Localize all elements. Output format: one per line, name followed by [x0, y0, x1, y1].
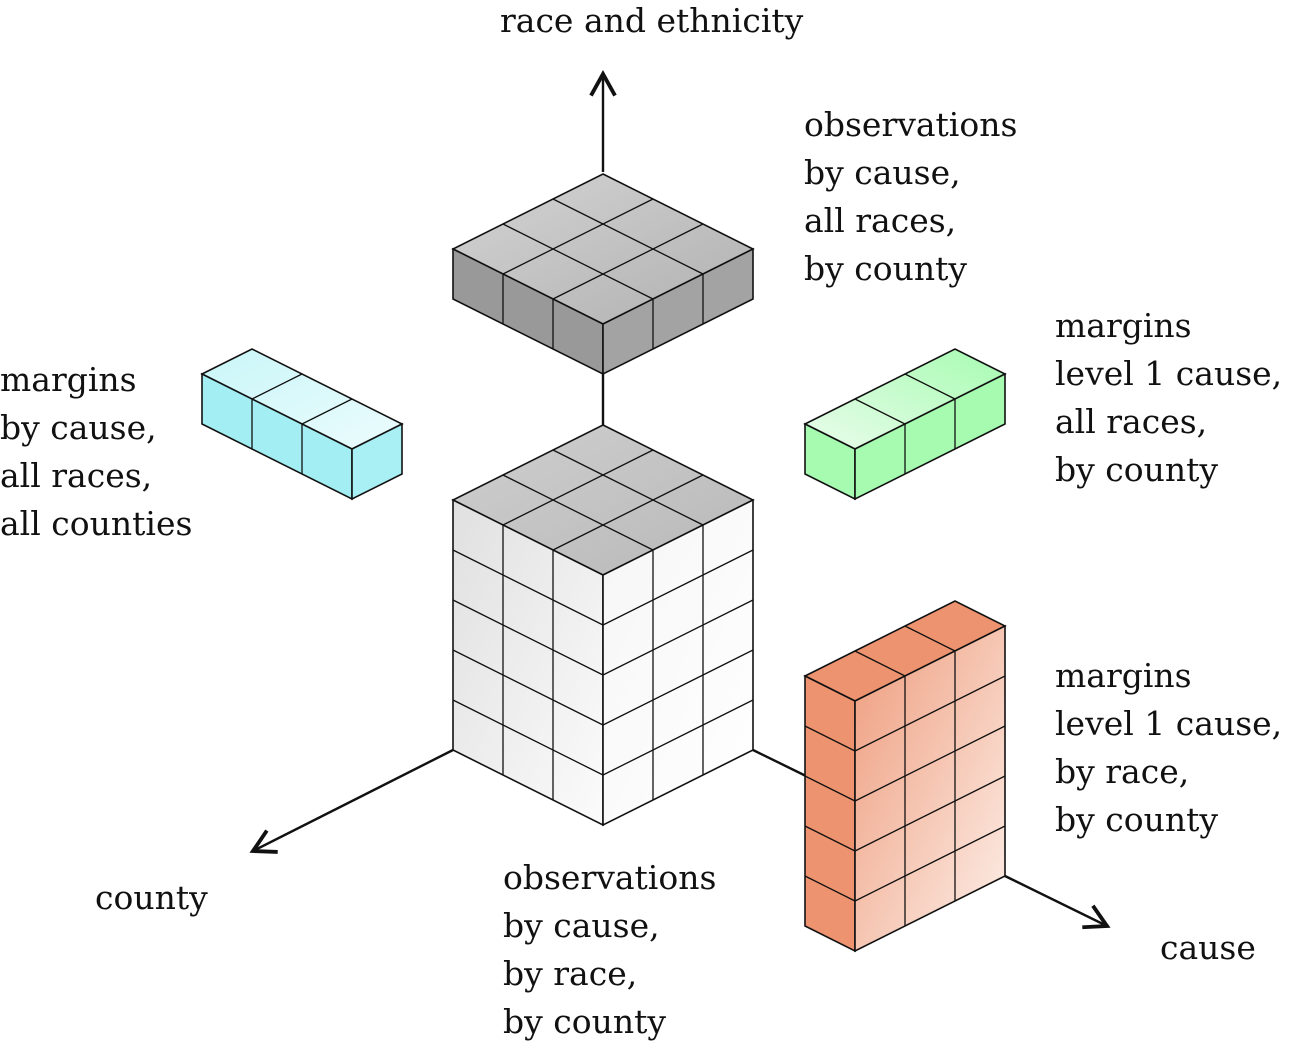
top-gray-slab [451, 173, 755, 376]
orange-wall [803, 600, 1007, 953]
axis-label-race: race and ethnicity [500, 1, 804, 40]
main-cube [451, 424, 755, 827]
green-bar [803, 348, 1007, 501]
axis-label-county: county [95, 878, 208, 917]
axis-label-cause: cause [1160, 928, 1256, 967]
cyan-bar [200, 348, 404, 501]
axis-county-arrow [249, 748, 454, 854]
axis-cause-segment [752, 748, 807, 778]
axis-cause-arrow [1004, 874, 1111, 930]
